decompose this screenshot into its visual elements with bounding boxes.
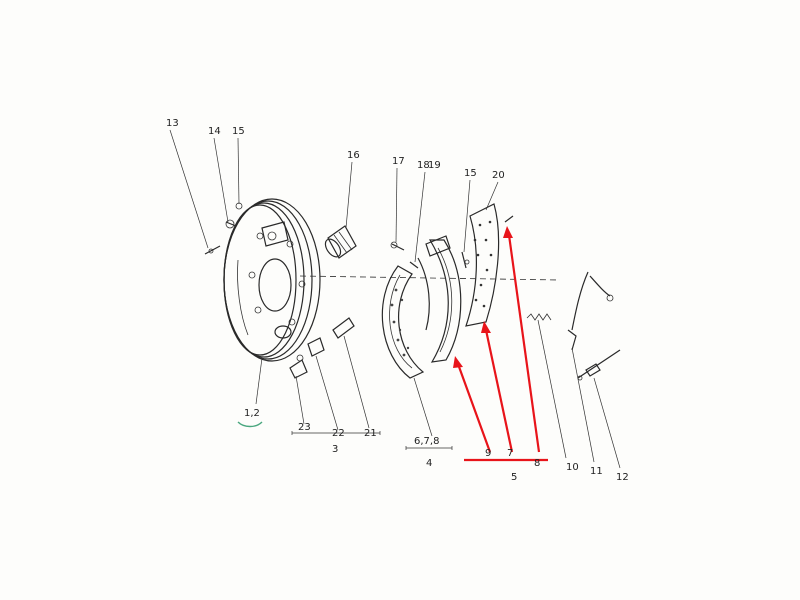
- red-highlight: [453, 226, 548, 462]
- red-arrow-9: [456, 363, 492, 453]
- adjuster-rod: [577, 349, 621, 381]
- red-arrow-7: [484, 329, 514, 453]
- label-4: 4: [426, 458, 432, 469]
- label-5: 5: [511, 472, 517, 483]
- small-bolt-parts: [204, 202, 243, 255]
- label-3: 3: [332, 444, 338, 455]
- green-mark: [237, 421, 263, 428]
- label-14: 14: [208, 126, 221, 137]
- label-6-7-8: 6,7,8: [414, 436, 439, 447]
- label-18: 18: [417, 160, 430, 171]
- label-16: 16: [347, 150, 360, 161]
- backing-plate: [223, 198, 321, 362]
- label-19: 19: [428, 160, 441, 171]
- label-7: 7: [507, 448, 513, 459]
- label-17: 17: [392, 156, 405, 167]
- label-22: 22: [332, 428, 345, 439]
- label-13: 13: [166, 118, 179, 129]
- bushing: [324, 225, 357, 259]
- label-8: 8: [534, 458, 540, 469]
- label-15-right: 15: [464, 168, 477, 179]
- label-23: 23: [298, 422, 311, 433]
- red-arrow-8-head: [503, 226, 513, 238]
- label-11: 11: [590, 466, 603, 477]
- label-10: 10: [566, 462, 579, 473]
- label-1-2: 1,2: [244, 408, 260, 419]
- label-9: 9: [485, 448, 491, 459]
- brake-shoe-right: [425, 235, 462, 363]
- pins: [390, 215, 514, 269]
- return-spring: [526, 313, 552, 321]
- callout-labels: 13 14 15 16 17 18 19 15 20 1,2 23 22 21 …: [166, 118, 629, 483]
- red-arrow-8: [507, 234, 541, 453]
- linkage-rod: [567, 271, 614, 351]
- leader-lines: [169, 129, 621, 469]
- label-15-top: 15: [232, 126, 245, 137]
- label-12: 12: [616, 472, 629, 483]
- axis-line: [299, 275, 561, 281]
- label-20: 20: [492, 170, 505, 181]
- label-21: 21: [364, 428, 377, 439]
- brake-shoe-left: [381, 257, 430, 379]
- wheel-cylinder-parts: [289, 317, 355, 379]
- red-arrow-9-head: [453, 356, 463, 368]
- brake-lining: [465, 203, 500, 327]
- red-arrow-7-head: [481, 321, 491, 333]
